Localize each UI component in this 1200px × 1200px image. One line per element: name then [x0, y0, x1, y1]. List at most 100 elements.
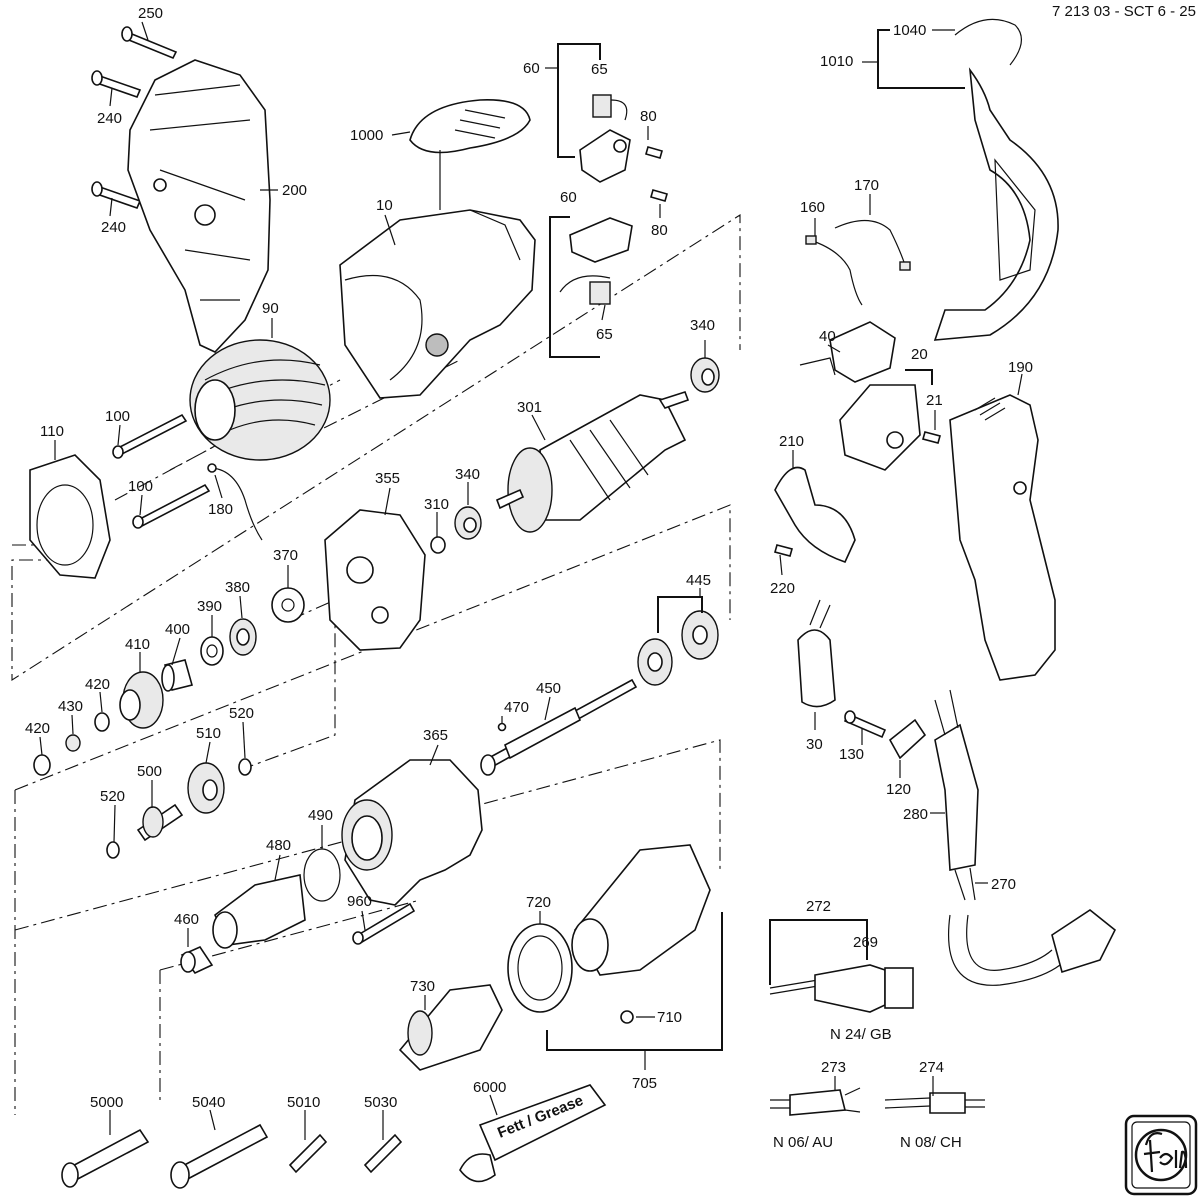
capacitor-30	[797, 599, 836, 708]
bracket-60-top	[557, 43, 601, 158]
brush-assembly-60-bottom	[559, 217, 633, 305]
label-390: 390	[197, 598, 222, 615]
label-190: 190	[1008, 359, 1033, 376]
bearing-340-bottom	[454, 506, 482, 540]
label-370: 370	[273, 547, 298, 564]
label-430: 430	[58, 698, 83, 715]
label-460: 460	[174, 911, 199, 928]
label-180: 180	[208, 501, 233, 518]
nosepiece-710	[571, 844, 711, 1024]
fein-logo	[1124, 1114, 1198, 1196]
trigger-210	[774, 466, 856, 563]
grease-tube-6000	[459, 1084, 607, 1183]
handle-cover-1010	[933, 67, 1059, 341]
washer-520-right	[238, 758, 252, 776]
screw-100-top	[112, 413, 188, 459]
label-705: 705	[632, 1075, 657, 1092]
label-240-bottom: 240	[101, 219, 126, 236]
label-274: 274	[919, 1059, 944, 1076]
label-1040: 1040	[893, 22, 926, 39]
label-710: 710	[657, 1009, 682, 1026]
label-65-top: 65	[591, 61, 608, 78]
handle-190	[949, 394, 1056, 681]
label-5040: 5040	[192, 1094, 225, 1111]
clutch-730	[398, 984, 503, 1071]
label-720: 720	[526, 894, 551, 911]
plug-variant-ch: N 08/ CH	[900, 1134, 962, 1151]
label-340-top: 340	[690, 317, 715, 334]
label-520-left: 520	[100, 788, 125, 805]
screw-80-bottom	[650, 189, 668, 202]
bracket-445	[657, 596, 703, 633]
switch-part-40	[799, 321, 896, 383]
gears-445	[637, 610, 719, 686]
label-100-top: 100	[105, 408, 130, 425]
label-20: 20	[911, 346, 928, 363]
label-220: 220	[770, 580, 795, 597]
o-ring-490	[303, 848, 341, 902]
bracket-705	[546, 912, 723, 1051]
label-280: 280	[903, 806, 928, 823]
label-380: 380	[225, 579, 250, 596]
label-270: 270	[991, 876, 1016, 893]
label-1000: 1000	[350, 127, 383, 144]
plug-variant-gb: N 24/ GB	[830, 1026, 892, 1043]
label-480: 480	[266, 837, 291, 854]
label-420-left: 420	[25, 720, 50, 737]
label-60-bottom: 60	[560, 189, 577, 206]
bit-5030	[363, 1133, 403, 1174]
gear-410	[119, 671, 164, 729]
label-200: 200	[282, 182, 307, 199]
switch-20	[839, 384, 921, 471]
plug-273-au	[770, 1087, 861, 1116]
screw-250	[121, 26, 178, 60]
label-1010: 1010	[820, 53, 853, 70]
label-445: 445	[686, 572, 711, 589]
label-65-bottom: 65	[596, 326, 613, 343]
nut-430	[65, 734, 81, 752]
strain-relief-280	[934, 689, 979, 871]
brush-assembly-60-top	[579, 94, 631, 183]
washer-370	[271, 587, 305, 623]
plug-variant-au: N 06/ AU	[773, 1134, 833, 1151]
label-100-bottom: 100	[128, 478, 153, 495]
housing-half-200	[127, 59, 271, 353]
screw-220	[774, 544, 793, 557]
label-355: 355	[375, 470, 400, 487]
label-301: 301	[517, 399, 542, 416]
screw-240-bottom	[91, 181, 142, 210]
pinion-500	[136, 803, 184, 842]
wire-160	[805, 235, 863, 306]
label-80-bottom: 80	[651, 222, 668, 239]
label-490: 490	[308, 807, 333, 824]
wire-170	[834, 219, 911, 271]
label-240-top: 240	[97, 110, 122, 127]
bracket-20	[905, 369, 933, 385]
label-130: 130	[839, 746, 864, 763]
label-410: 410	[125, 636, 150, 653]
cable-clip-1040	[954, 18, 1022, 66]
label-450: 450	[536, 680, 561, 697]
label-340-bottom: 340	[455, 466, 480, 483]
bearing-340-top	[690, 357, 720, 393]
armature-301	[495, 391, 690, 533]
label-272: 272	[806, 898, 831, 915]
gear-510	[187, 762, 225, 814]
spindle-450	[480, 678, 638, 776]
sleeve-400	[161, 659, 193, 692]
bracket-272	[769, 919, 868, 985]
field-coil-90	[189, 339, 331, 461]
ring-720	[507, 923, 573, 1013]
washer-420-right	[94, 712, 110, 732]
screw-130	[843, 710, 887, 739]
label-730: 730	[410, 978, 435, 995]
label-90: 90	[262, 300, 279, 317]
label-80-top: 80	[640, 108, 657, 125]
bracket-60-bottom	[549, 216, 600, 358]
screw-21	[922, 431, 941, 444]
ground-wire-180	[207, 463, 263, 541]
power-cord-270	[948, 867, 1117, 986]
label-310: 310	[424, 496, 449, 513]
